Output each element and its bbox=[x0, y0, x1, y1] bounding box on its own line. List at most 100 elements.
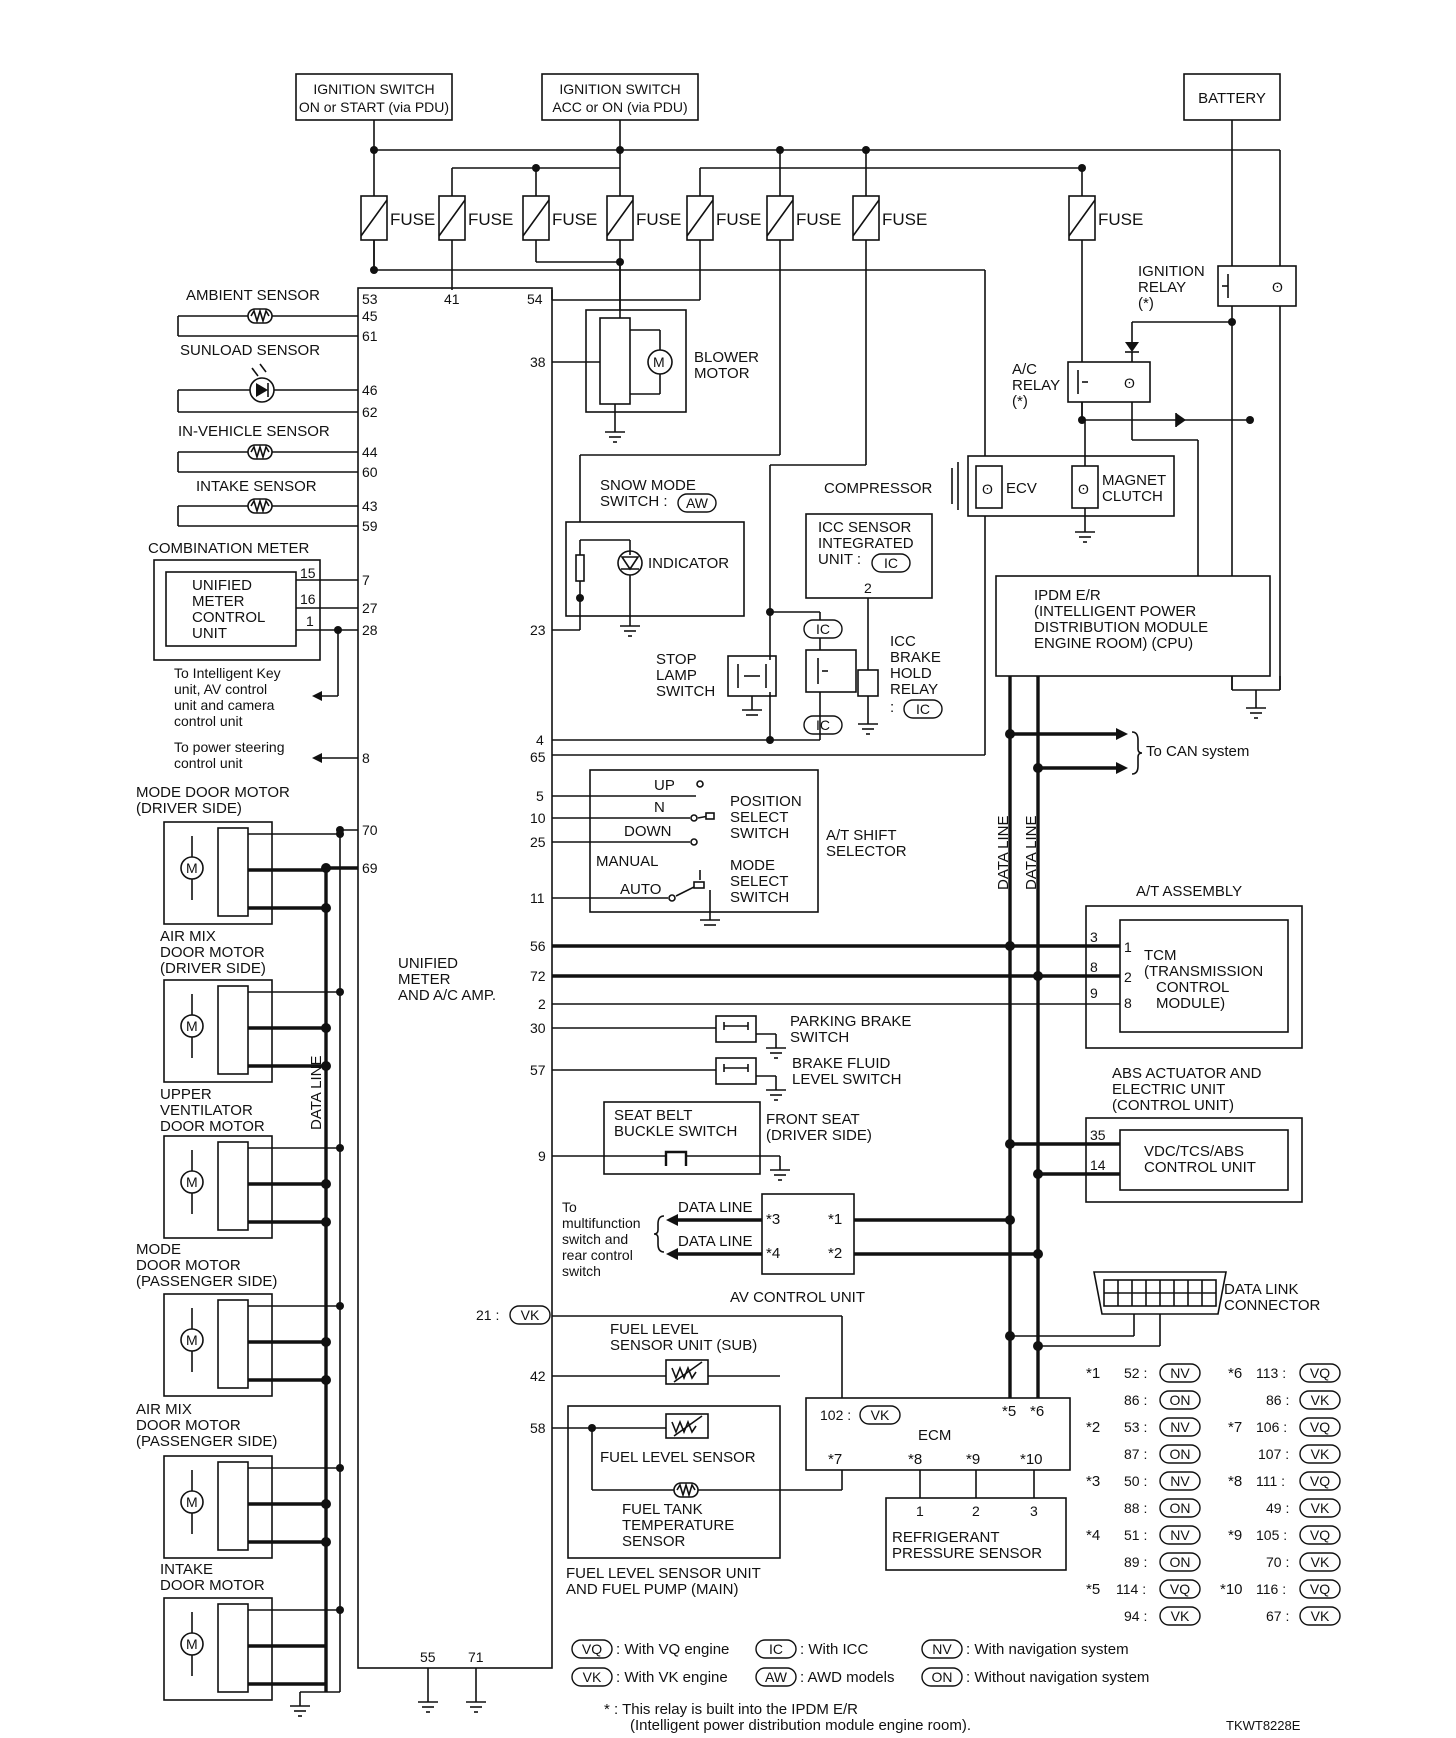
svg-text:46: 46 bbox=[362, 382, 378, 398]
svg-text:A/T ASSEMBLY: A/T ASSEMBLY bbox=[1136, 883, 1242, 900]
blower-motor: M BLOWER MOTOR 38 bbox=[530, 309, 759, 443]
svg-text:CLUTCH: CLUTCH bbox=[1102, 488, 1163, 505]
svg-text:8: 8 bbox=[1090, 959, 1098, 975]
snow-mode-switch: SNOW MODE SWITCH : AW INDICATOR 23 bbox=[530, 454, 780, 638]
vk-pin-badge: VK bbox=[509, 1305, 551, 1325]
svg-text:(PASSENGER SIDE): (PASSENGER SIDE) bbox=[136, 1273, 277, 1290]
svg-text:3: 3 bbox=[1030, 1503, 1038, 1519]
svg-text:FRONT SEAT: FRONT SEAT bbox=[766, 1111, 860, 1128]
svg-text:M: M bbox=[186, 1636, 198, 1652]
svg-text:SWITCH :: SWITCH : bbox=[600, 493, 668, 510]
svg-text:ICC: ICC bbox=[890, 633, 916, 650]
legend-aw: AW bbox=[755, 1667, 797, 1687]
legend-vk: VK bbox=[571, 1667, 613, 1687]
svg-text:AUTO: AUTO bbox=[620, 881, 661, 898]
svg-text:(DRIVER SIDE): (DRIVER SIDE) bbox=[766, 1127, 872, 1144]
amp-pin-71: 71 bbox=[468, 1649, 484, 1665]
svg-text::: : bbox=[890, 699, 894, 716]
svg-text:VK: VK bbox=[1311, 1446, 1330, 1462]
door-motor-1: M bbox=[163, 821, 344, 925]
svg-text:AIR MIX: AIR MIX bbox=[136, 1401, 192, 1418]
svg-text:DOOR MOTOR: DOOR MOTOR bbox=[160, 1577, 265, 1594]
ign-switch-2-line2: ACC or ON (via PDU) bbox=[552, 99, 687, 115]
svg-text:M: M bbox=[186, 1174, 198, 1190]
svg-text:ABS ACTUATOR AND: ABS ACTUATOR AND bbox=[1112, 1065, 1262, 1082]
combination-meter-label: COMBINATION METER bbox=[148, 540, 310, 557]
icc-relay-badge: IC bbox=[903, 699, 943, 719]
svg-text:1: 1 bbox=[306, 613, 314, 629]
fuse-5: FUSE bbox=[552, 195, 761, 301]
svg-text:2: 2 bbox=[1124, 969, 1132, 985]
svg-text:(DRIVER SIDE): (DRIVER SIDE) bbox=[160, 960, 266, 977]
svg-text:ECV: ECV bbox=[1006, 480, 1037, 497]
svg-text:rear control: rear control bbox=[562, 1247, 633, 1263]
svg-text:VQ: VQ bbox=[1170, 1581, 1190, 1597]
svg-text:FUEL LEVEL SENSOR: FUEL LEVEL SENSOR bbox=[600, 1449, 756, 1466]
svg-text:27: 27 bbox=[362, 600, 378, 616]
battery-label: BATTERY bbox=[1198, 90, 1266, 107]
svg-text:unit and camera: unit and camera bbox=[174, 697, 275, 713]
svg-text:86 :: 86 : bbox=[1124, 1392, 1147, 1408]
svg-text:MODE DOOR MOTOR: MODE DOOR MOTOR bbox=[136, 784, 290, 801]
svg-text:ICC SENSOR: ICC SENSOR bbox=[818, 519, 912, 536]
svg-text:IC: IC bbox=[816, 717, 830, 733]
svg-text:4: 4 bbox=[536, 732, 544, 748]
legend-on: ON bbox=[921, 1667, 963, 1687]
svg-text:AIR MIX: AIR MIX bbox=[160, 928, 216, 945]
legend-vq: VQ bbox=[571, 1639, 613, 1659]
svg-text:*7: *7 bbox=[828, 1451, 842, 1468]
svg-text:FUSE: FUSE bbox=[796, 210, 841, 229]
unified-meter-ac-amp: 53 41 54 UNIFIED METER AND A/C AMP. 55 7… bbox=[357, 287, 553, 1713]
svg-text:VQ: VQ bbox=[1310, 1527, 1330, 1543]
svg-text:RELAY: RELAY bbox=[890, 681, 938, 698]
svg-text:HOLD: HOLD bbox=[890, 665, 932, 682]
svg-text:14: 14 bbox=[1090, 1157, 1106, 1173]
legend-ic: IC bbox=[755, 1639, 797, 1659]
svg-text:MANUAL: MANUAL bbox=[596, 853, 659, 870]
svg-text:DATA LINE: DATA LINE bbox=[678, 1233, 752, 1250]
svg-text:SWITCH: SWITCH bbox=[656, 683, 715, 700]
svg-text:SELECTOR: SELECTOR bbox=[826, 843, 907, 860]
ign-switch-1-line2: ON or START (via PDU) bbox=[299, 99, 449, 115]
svg-text:*4: *4 bbox=[766, 1245, 780, 1262]
ambient-sensor-label: AMBIENT SENSOR bbox=[186, 287, 320, 304]
svg-text:53 :: 53 : bbox=[1124, 1419, 1147, 1435]
sunload-sensor-label: SUNLOAD SENSOR bbox=[180, 342, 320, 359]
svg-text:72: 72 bbox=[530, 968, 546, 984]
icc-stop-lamp: ICC SENSOR INTEGRATED UNIT : IC 2 ICC BR… bbox=[530, 513, 943, 765]
note-5: *5 114 : VQ 94 : VK bbox=[1086, 1579, 1201, 1626]
svg-text:control unit: control unit bbox=[174, 755, 243, 771]
svg-text:RELAY: RELAY bbox=[1012, 377, 1060, 394]
svg-text:M: M bbox=[186, 1332, 198, 1348]
svg-text:NV: NV bbox=[1170, 1473, 1190, 1489]
svg-text:VK: VK bbox=[521, 1307, 540, 1323]
note-4: *4 51 : NV 89 : ON bbox=[1086, 1525, 1201, 1572]
can-system-label: To CAN system bbox=[1146, 743, 1249, 760]
svg-text:BRAKE FLUID: BRAKE FLUID bbox=[792, 1055, 891, 1072]
svg-text:65: 65 bbox=[530, 749, 546, 765]
svg-text:SEAT BELT: SEAT BELT bbox=[614, 1107, 692, 1124]
svg-text:*10: *10 bbox=[1220, 1581, 1243, 1598]
svg-text:11: 11 bbox=[530, 890, 545, 906]
at-assembly: A/T ASSEMBLY TCM (TRANSMISSION CONTROL M… bbox=[530, 883, 1303, 1049]
svg-text:25: 25 bbox=[530, 834, 546, 850]
svg-text:94 :: 94 : bbox=[1124, 1608, 1147, 1624]
svg-text:VQ: VQ bbox=[1310, 1419, 1330, 1435]
svg-text:62: 62 bbox=[362, 404, 378, 420]
note-1: *1 52 : NV 86 : ON bbox=[1086, 1363, 1201, 1410]
svg-text:: With VQ engine: : With VQ engine bbox=[616, 1641, 729, 1658]
svg-text:51 :: 51 : bbox=[1124, 1527, 1147, 1543]
svg-text:*8: *8 bbox=[1228, 1473, 1242, 1490]
svg-text:IC: IC bbox=[816, 621, 830, 637]
svg-text:FUSE: FUSE bbox=[468, 210, 513, 229]
svg-text:8: 8 bbox=[1124, 995, 1132, 1011]
svg-text:106 :: 106 : bbox=[1256, 1419, 1287, 1435]
svg-text:To Intelligent Key: To Intelligent Key bbox=[174, 665, 281, 681]
svg-text:M: M bbox=[186, 1018, 198, 1034]
svg-text:A/T SHIFT: A/T SHIFT bbox=[826, 827, 897, 844]
svg-text:52 :: 52 : bbox=[1124, 1365, 1147, 1381]
svg-text:DOWN: DOWN bbox=[624, 823, 672, 840]
note-7: *7 106 : VQ 107 : VK bbox=[1228, 1417, 1341, 1464]
fuse-1: FUSE bbox=[360, 195, 435, 270]
svg-text:unit, AV control: unit, AV control bbox=[174, 681, 267, 697]
